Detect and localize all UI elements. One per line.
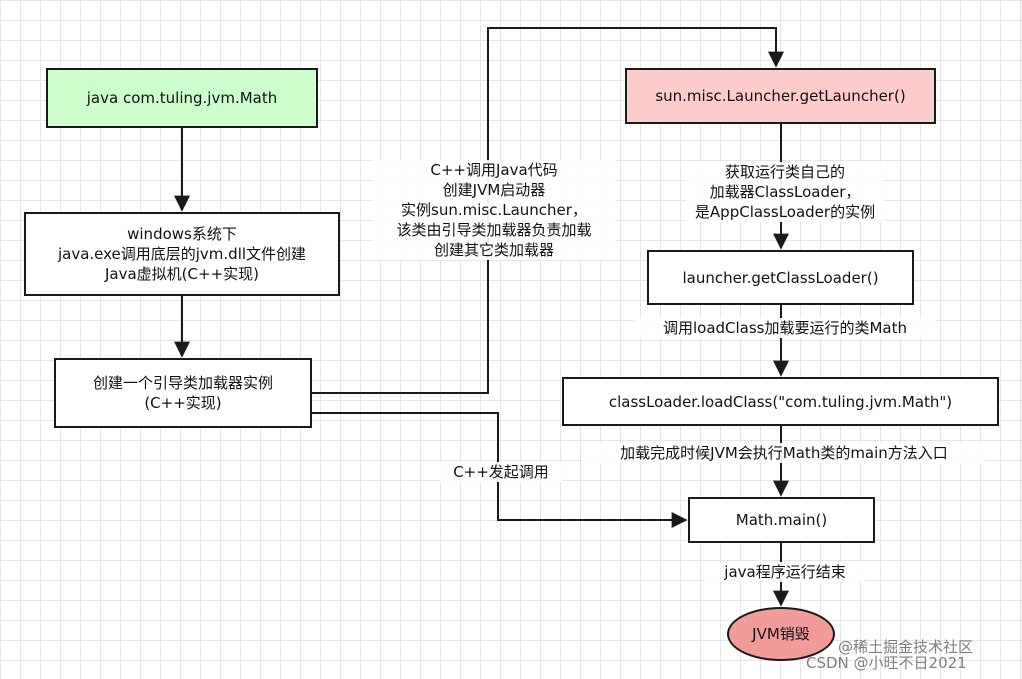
edge-bootstrap-to-launcher — [312, 27, 784, 394]
watermark-csdn: CSDN @小旺不日2021 — [806, 654, 967, 672]
label-load-done: 加载完成时候JVM会执行Math类的main方法入口 — [582, 443, 986, 463]
node-java-command: java com.tuling.jvm.Math — [46, 68, 318, 128]
label-cpp-calls-java: C++调用Java代码 创建JVM启动器 实例sun.misc.Launcher… — [372, 160, 616, 260]
node-create-jvm: windows系统下 java.exe调用底层的jvm.dll文件创建 Java… — [24, 212, 340, 296]
node-bootstrap-loader: 创建一个引导类加载器实例 (C++实现) — [54, 358, 312, 428]
watermark-juejin: @稀土掘金技术社区 — [838, 638, 974, 656]
label-get-app-loader: 获取运行类自己的 加载器ClassLoader， 是AppClassLoader… — [686, 162, 884, 222]
node-get-class-loader: launcher.getClassLoader() — [647, 250, 914, 305]
label-program-end: java程序运行结束 — [705, 562, 865, 582]
node-math-main: Math.main() — [688, 497, 875, 543]
label-call-load-class: 调用loadClass加载要运行的类Math — [634, 318, 936, 338]
node-jvm-destroy: JVM销毁 — [727, 607, 835, 661]
node-load-class: classLoader.loadClass("com.tuling.jvm.Ma… — [562, 377, 999, 426]
node-get-launcher: sun.misc.Launcher.getLauncher() — [625, 68, 936, 124]
label-cpp-invoke: C++发起调用 — [440, 462, 562, 482]
